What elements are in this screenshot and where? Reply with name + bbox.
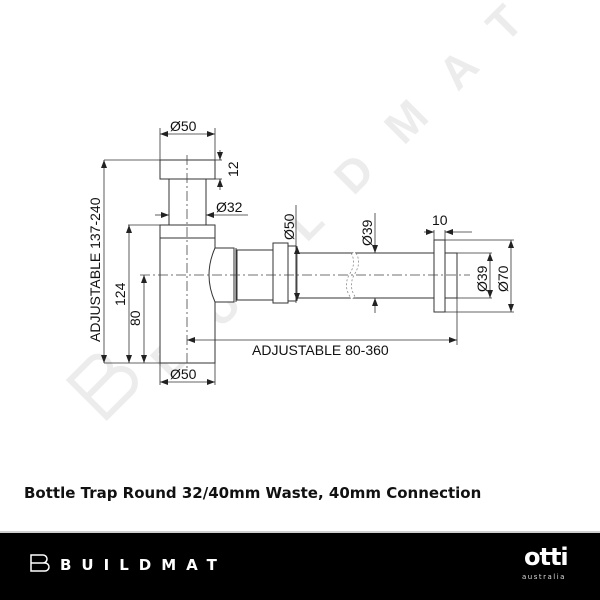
dim-stem-diameter: Ø32 [216, 199, 243, 215]
footer: BUILDMAT otti australia [0, 533, 600, 600]
partner-logo[interactable]: otti australia [512, 543, 572, 589]
partner-sub: australia [522, 573, 566, 581]
dim-body-diameter: Ø50 [170, 366, 197, 382]
dim-flange-thickness: 10 [432, 212, 448, 228]
dim-pipe-diameter: Ø39 [359, 219, 375, 246]
dim-flange-inner: Ø39 [474, 265, 490, 292]
dimension-lines [101, 128, 514, 385]
center-lines [140, 155, 470, 370]
dim-nut-diameter: Ø50 [281, 213, 297, 240]
dim-overall-height: ADJUSTABLE 137-240 [87, 197, 103, 342]
brand-b-icon [30, 553, 52, 577]
product-title: Bottle Trap Round 32/40mm Waste, 40mm Co… [24, 484, 482, 502]
brand-logo[interactable]: BUILDMAT [30, 553, 227, 577]
dim-outlet-center: 80 [127, 310, 143, 326]
watermark [65, 353, 138, 422]
dim-flange-outer: Ø70 [495, 265, 511, 292]
divider [0, 531, 600, 533]
dim-top-cap-diameter: Ø50 [170, 118, 197, 134]
partner-name: otti [524, 543, 569, 571]
brand-name: BUILDMAT [60, 556, 227, 574]
dim-top-cap-height: 12 [225, 161, 241, 177]
dim-outlet-length: ADJUSTABLE 80-360 [252, 342, 389, 358]
technical-drawing: BUILDMAT [65, 0, 559, 422]
dim-body-height: 124 [112, 282, 128, 306]
